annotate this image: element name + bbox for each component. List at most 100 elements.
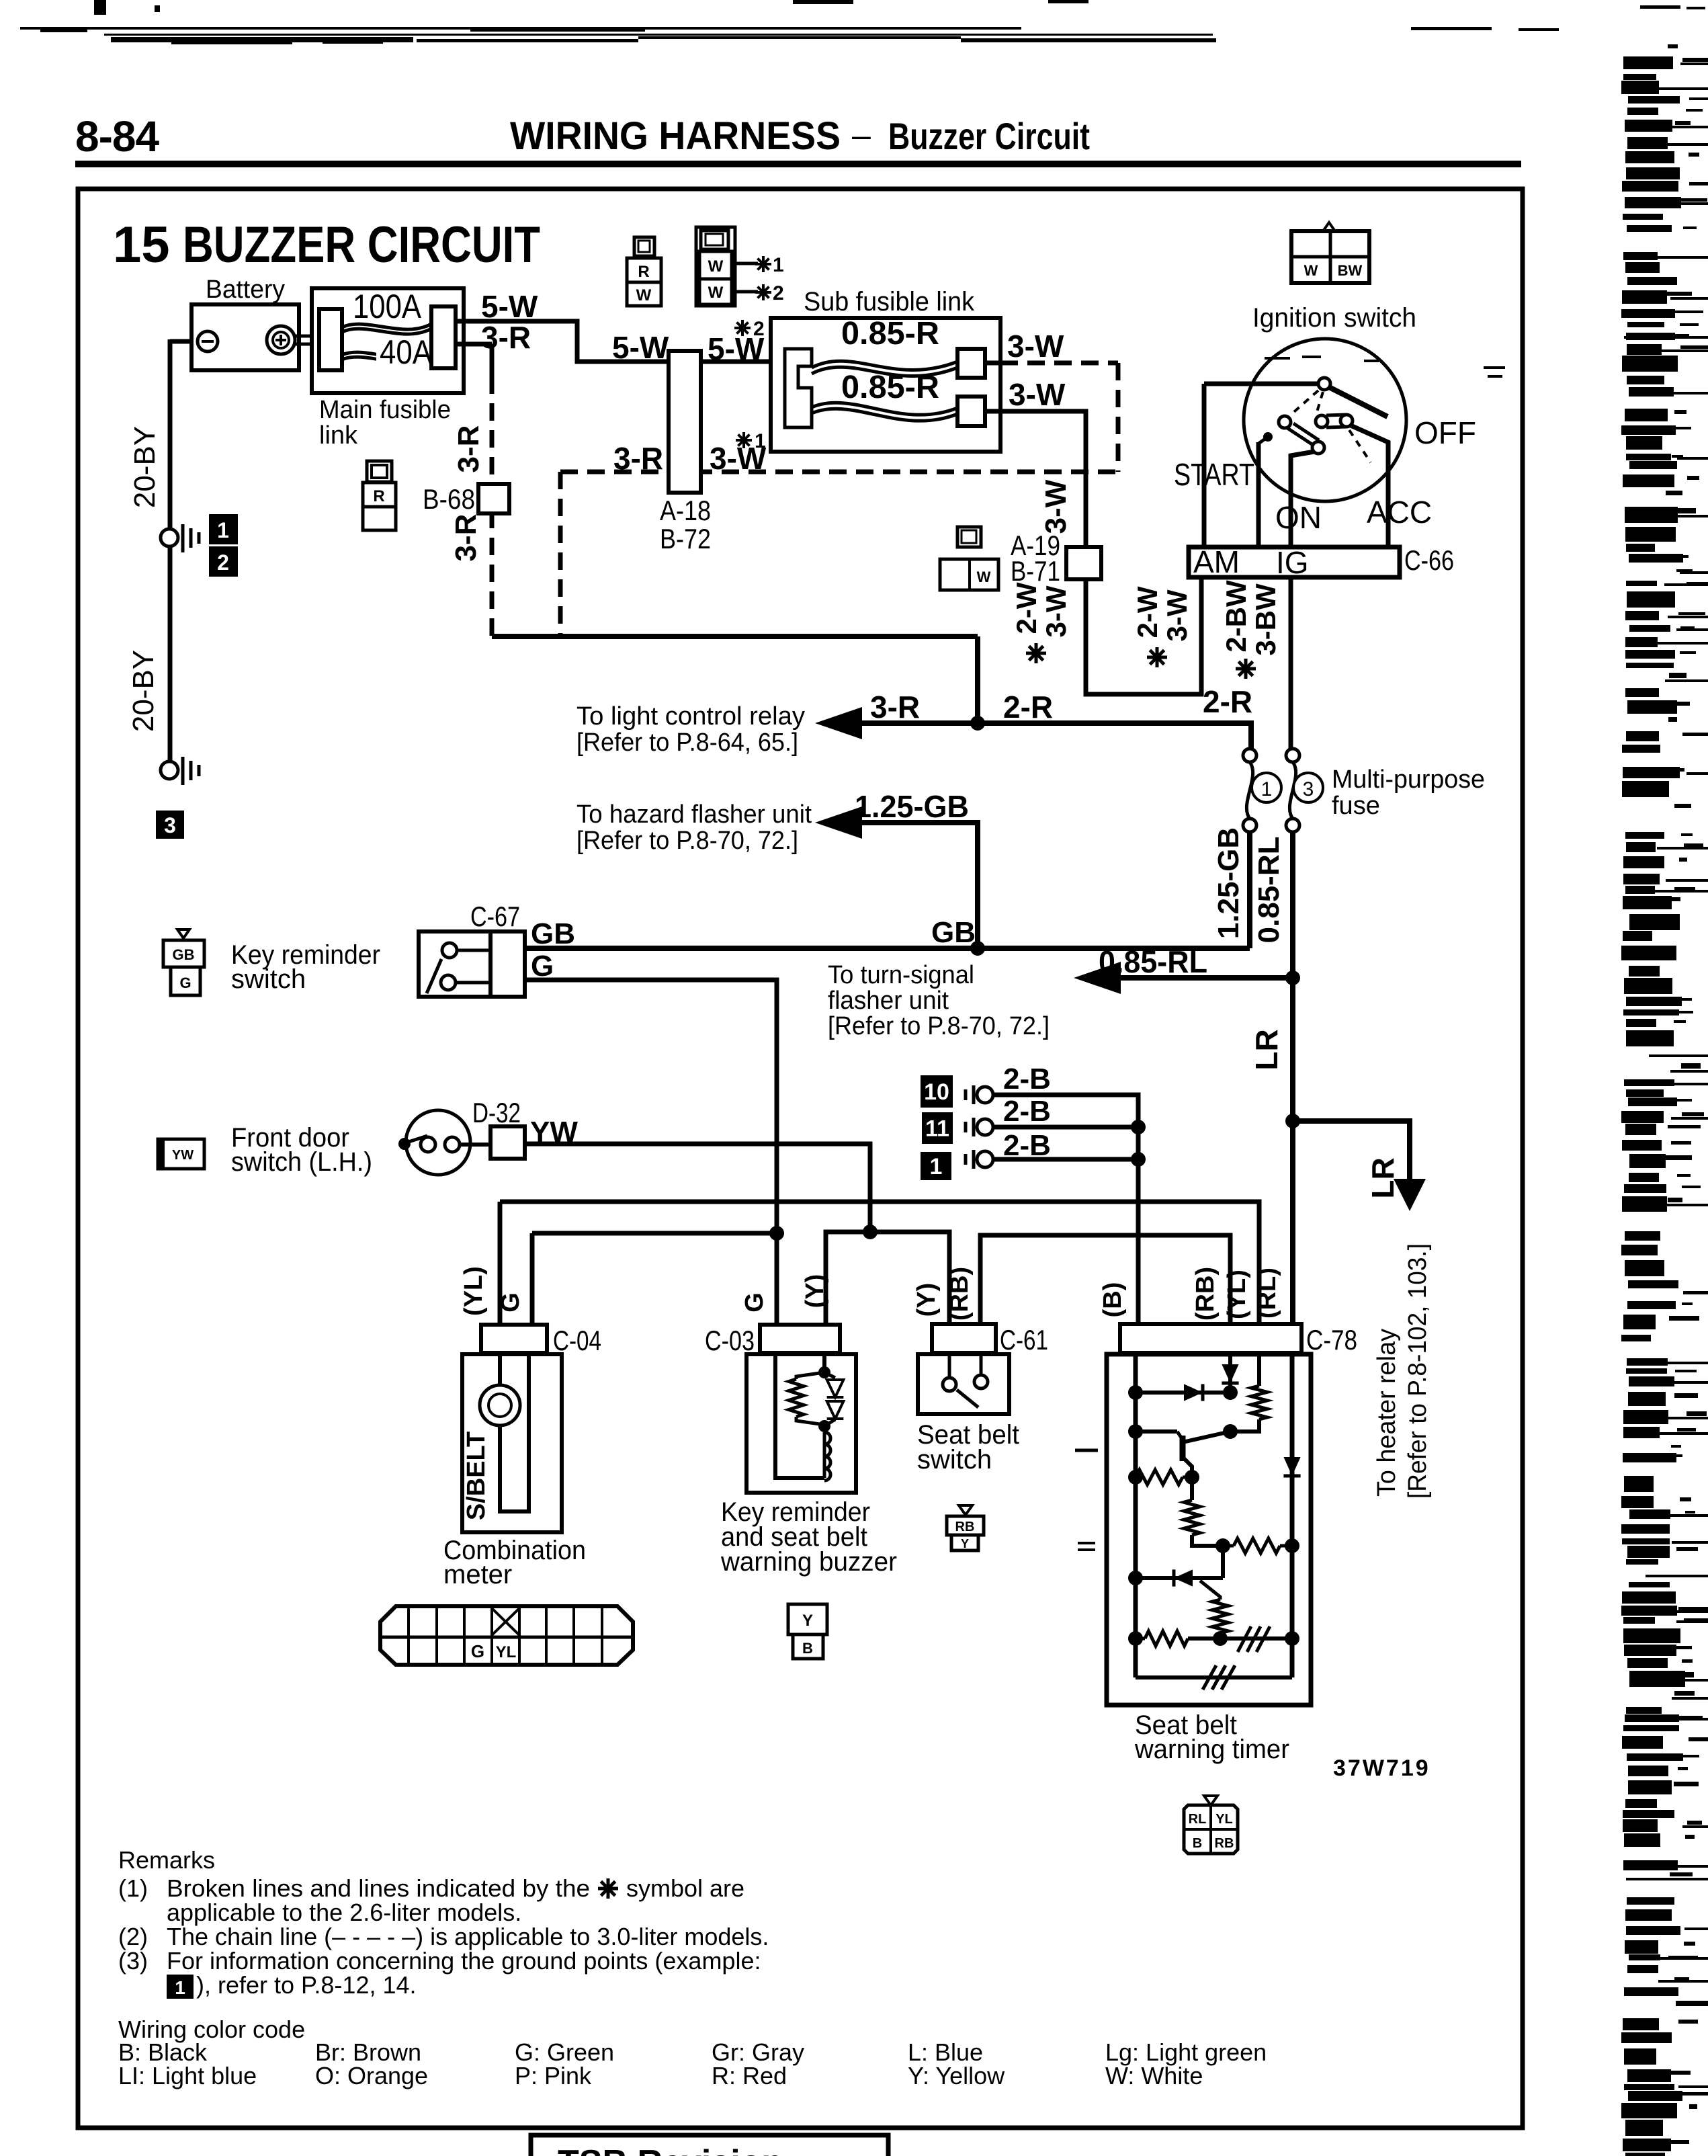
svg-text:Gr: Gray: Gr: Gray: [712, 2038, 804, 2066]
svg-text:Multi-purpose: Multi-purpose: [1332, 765, 1485, 794]
svg-text:GB: GB: [531, 917, 575, 950]
svg-text:Remarks: Remarks: [118, 1846, 215, 1874]
svg-text:To hazard flasher unit: To hazard flasher unit: [577, 800, 812, 829]
svg-text:G: G: [471, 1641, 484, 1661]
svg-text:The chain line (– - – - –) is: The chain line (– - – - –) is applicable…: [167, 1923, 769, 1950]
svg-text:C-66: C-66: [1404, 544, 1454, 576]
svg-text:fuse: fuse: [1332, 792, 1380, 820]
svg-text:1.25-GB: 1.25-GB: [1212, 827, 1245, 939]
svg-text:LR: LR: [1365, 1157, 1400, 1198]
svg-text:WIRING HARNESS: WIRING HARNESS: [510, 114, 841, 158]
svg-text:3-R: 3-R: [450, 514, 482, 562]
svg-text:1: 1: [930, 1154, 943, 1179]
svg-text:2-R: 2-R: [1003, 690, 1053, 724]
svg-text:[Refer to P.8-64, 65.]: [Refer to P.8-64, 65.]: [577, 729, 798, 757]
svg-text:2-W: 2-W: [1131, 586, 1163, 638]
svg-text:3: 3: [164, 813, 176, 837]
svg-text:C-78: C-78: [1306, 1324, 1357, 1356]
svg-text:Y: Y: [802, 1612, 813, 1630]
svg-text:Seat belt: Seat belt: [1135, 1710, 1237, 1740]
svg-text:flasher unit: flasher unit: [828, 987, 949, 1015]
svg-text:G: G: [497, 1292, 525, 1313]
svg-text:Broken lines and lines indicat: Broken lines and lines indicated by the: [167, 1874, 590, 1902]
svg-text:1: 1: [1261, 778, 1273, 800]
svg-text:C-04: C-04: [553, 1325, 601, 1356]
svg-text:D-32: D-32: [472, 1097, 521, 1128]
svg-text:5-W: 5-W: [708, 331, 765, 366]
svg-text:BW: BW: [1338, 262, 1363, 279]
svg-text:IG: IG: [1276, 545, 1309, 580]
svg-text:RL: RL: [1189, 1812, 1207, 1827]
svg-text:R: R: [638, 263, 649, 281]
svg-text:P: Pink: P: Pink: [515, 2062, 592, 2089]
svg-text:[Refer to P.8-70, 72.]: [Refer to P.8-70, 72.]: [828, 1012, 1050, 1040]
svg-text:To turn-signal: To turn-signal: [828, 961, 974, 989]
svg-text:Front door: Front door: [231, 1123, 349, 1153]
svg-text:37W719: 37W719: [1333, 1755, 1431, 1781]
svg-text:20-BY: 20-BY: [128, 426, 161, 508]
svg-text:C-61: C-61: [1000, 1324, 1048, 1356]
svg-text:(Y): (Y): [912, 1283, 941, 1317]
svg-text:5-W: 5-W: [481, 289, 538, 324]
svg-text:YW: YW: [172, 1148, 194, 1163]
svg-text:To light control relay: To light control relay: [577, 702, 805, 731]
svg-text:(2): (2): [118, 1923, 148, 1950]
svg-text:3: 3: [1303, 778, 1314, 800]
svg-text:Ignition switch: Ignition switch: [1252, 303, 1416, 333]
svg-text:[Refer to P.8-102, 103.]: [Refer to P.8-102, 103.]: [1404, 1243, 1432, 1499]
svg-text:1: 1: [175, 1977, 185, 1998]
svg-text:2-B: 2-B: [1003, 1129, 1051, 1162]
svg-text:and seat belt: and seat belt: [721, 1522, 867, 1552]
svg-text:0.85-R: 0.85-R: [841, 370, 939, 405]
svg-text:START: START: [1174, 457, 1254, 492]
svg-text:link: link: [319, 421, 358, 450]
svg-text:2-R: 2-R: [1203, 684, 1252, 719]
svg-text:warning timer: warning timer: [1134, 1735, 1289, 1764]
svg-text:OFF: OFF: [1414, 415, 1476, 450]
svg-text:Br: Brown: Br: Brown: [315, 2038, 421, 2066]
svg-text:3-W: 3-W: [1161, 589, 1193, 641]
svg-text:AM: AM: [1193, 544, 1240, 579]
svg-text:B-68: B-68: [423, 483, 475, 515]
svg-text:1: 1: [217, 518, 229, 542]
svg-text:2-B: 2-B: [1003, 1095, 1051, 1128]
svg-text:W: White: W: White: [1105, 2062, 1203, 2089]
svg-text:Main fusible: Main fusible: [319, 396, 451, 424]
svg-text:Battery: Battery: [206, 276, 285, 304]
svg-text:switch: switch: [917, 1445, 992, 1475]
svg-text:S/BELT: S/BELT: [462, 1432, 490, 1520]
svg-text:2-B: 2-B: [1003, 1063, 1051, 1095]
svg-text:W: W: [708, 284, 724, 302]
svg-text:RB: RB: [1215, 1836, 1234, 1851]
svg-text:Combination: Combination: [443, 1536, 586, 1565]
svg-text:3-W: 3-W: [1039, 479, 1072, 534]
svg-text:0.85-R: 0.85-R: [841, 316, 939, 351]
svg-text:), refer to P.8-12, 14.: ), refer to P.8-12, 14.: [196, 1971, 417, 1999]
svg-text:A-19: A-19: [1011, 530, 1060, 561]
svg-text:C-03: C-03: [705, 1325, 755, 1356]
svg-text:1: 1: [218, 520, 229, 542]
svg-text:3-W: 3-W: [1009, 377, 1066, 412]
svg-text:Seat belt: Seat belt: [917, 1420, 1019, 1450]
svg-text:B: B: [1193, 1836, 1202, 1851]
svg-text:0.85-RL: 0.85-RL: [1099, 944, 1207, 979]
svg-text:2: 2: [753, 318, 765, 340]
svg-text:ON: ON: [1275, 500, 1322, 535]
svg-text:For information concerning the: For information concerning the ground po…: [167, 1947, 761, 1975]
svg-text:B-72: B-72: [660, 523, 711, 554]
svg-text:(Y): (Y): [801, 1274, 829, 1309]
svg-text:W: W: [977, 569, 991, 585]
svg-text:O: Orange: O: Orange: [315, 2062, 428, 2089]
svg-text:(RB): (RB): [1191, 1267, 1220, 1321]
svg-text:Buzzer Circuit: Buzzer Circuit: [888, 115, 1090, 157]
svg-text:A-18: A-18: [660, 495, 711, 526]
svg-text:To heater relay: To heater relay: [1373, 1329, 1401, 1497]
svg-text:0.85-RL: 0.85-RL: [1252, 837, 1285, 944]
svg-text:3-BW: 3-BW: [1250, 583, 1281, 656]
svg-text:applicable to the 2.6-liter mo: applicable to the 2.6-liter models.: [167, 1899, 521, 1926]
svg-text:5-W: 5-W: [612, 330, 669, 365]
svg-text:8-84: 8-84: [75, 112, 160, 161]
svg-text:LR: LR: [1249, 1029, 1284, 1070]
svg-text:switch: switch: [231, 964, 306, 994]
svg-text:3-R: 3-R: [452, 425, 485, 473]
